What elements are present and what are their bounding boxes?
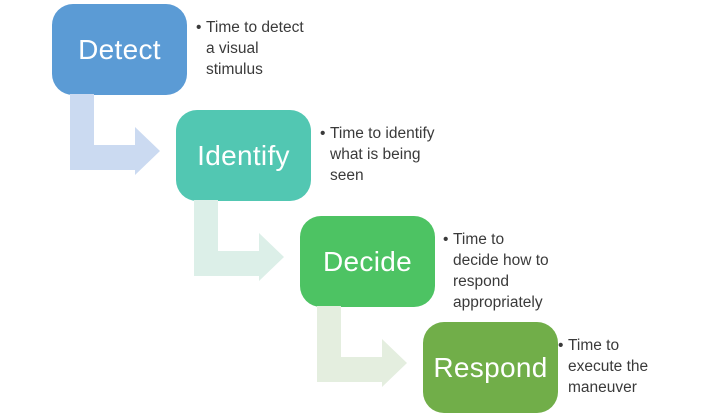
step-label-identify: Identify <box>197 139 290 171</box>
step-label-respond: Respond <box>433 351 548 383</box>
step-block-decide: Decide <box>300 216 435 307</box>
bullet-dot: • <box>443 231 449 248</box>
step-block-identify: Identify <box>176 110 311 201</box>
bullet-text-identify: •Time to identify what is being seen <box>320 125 435 184</box>
bent-arrow-detect-to-identify-icon <box>70 94 160 175</box>
bullet-dot: • <box>196 19 202 36</box>
bullet-text-respond: •Time to execute the maneuver <box>558 337 649 396</box>
bent-arrow-identify-to-decide-icon <box>194 200 284 281</box>
step-label-decide: Decide <box>323 245 412 277</box>
step-block-respond: Respond <box>423 322 558 413</box>
bullet-text-detect: •Time to detect a visual stimulus <box>196 19 304 78</box>
bullet-dot: • <box>558 337 564 354</box>
bent-arrow-decide-to-respond-icon <box>317 306 407 387</box>
step-block-detect: Detect <box>52 4 187 95</box>
step-label-detect: Detect <box>78 33 161 65</box>
bullet-dot: • <box>320 125 326 142</box>
bullet-text-decide: •Time to decide how to respond appropria… <box>443 231 549 311</box>
